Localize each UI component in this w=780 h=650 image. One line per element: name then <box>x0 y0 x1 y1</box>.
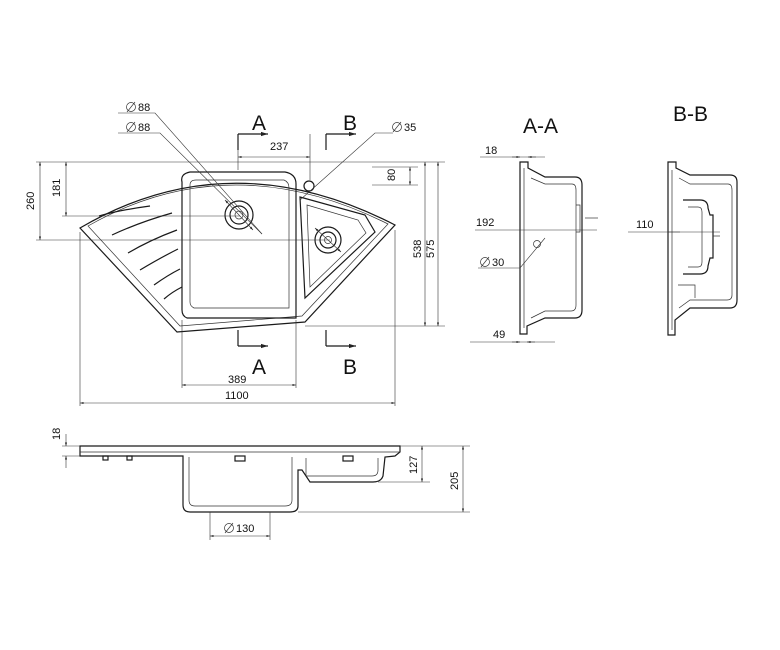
main-bowl <box>181 171 297 319</box>
diameter-88-top: 88 <box>138 102 150 114</box>
dim-181: 181 <box>51 179 63 197</box>
dim-aa-18: 18 <box>485 145 497 157</box>
section-aa-view: A-A 18 192 30 49 <box>470 115 598 344</box>
diameter-130: 130 <box>236 523 254 535</box>
section-label-b-bottom: B <box>343 356 357 379</box>
dim-bb-110: 110 <box>636 219 654 231</box>
dim-575: 575 <box>425 240 437 258</box>
section-bb-view: B-B 110 <box>628 103 738 336</box>
sink-outline <box>79 182 396 333</box>
diameter-35: 35 <box>404 122 416 134</box>
drainboard-grooves <box>98 205 183 300</box>
dim-260: 260 <box>25 192 37 210</box>
section-label-b-top: B <box>343 112 357 135</box>
dim-front-127: 127 <box>408 456 420 474</box>
secondary-bowl <box>299 196 376 300</box>
faucet-hole <box>303 180 315 192</box>
section-label-a-bottom: A <box>252 356 266 379</box>
dim-389: 389 <box>228 374 246 386</box>
dim-80: 80 <box>386 169 398 181</box>
dim-aa-49: 49 <box>493 329 505 341</box>
front-view: 18 127 205 130 <box>51 428 470 540</box>
section-aa-title: A-A <box>523 115 558 138</box>
dim-front-205: 205 <box>449 472 461 490</box>
diameter-30: 30 <box>492 257 504 269</box>
dim-aa-192: 192 <box>476 217 494 229</box>
dim-237: 237 <box>270 141 288 153</box>
dim-front-18: 18 <box>51 428 63 440</box>
plan-view: A B A B 88 88 35 237 80 181 260 538 575 … <box>25 101 445 406</box>
section-bb-title: B-B <box>673 103 708 126</box>
section-marks <box>237 131 356 349</box>
diameter-88-second: 88 <box>138 122 150 134</box>
dim-538: 538 <box>412 240 424 258</box>
dim-1100: 1100 <box>225 390 249 402</box>
section-label-a-top: A <box>252 112 266 135</box>
